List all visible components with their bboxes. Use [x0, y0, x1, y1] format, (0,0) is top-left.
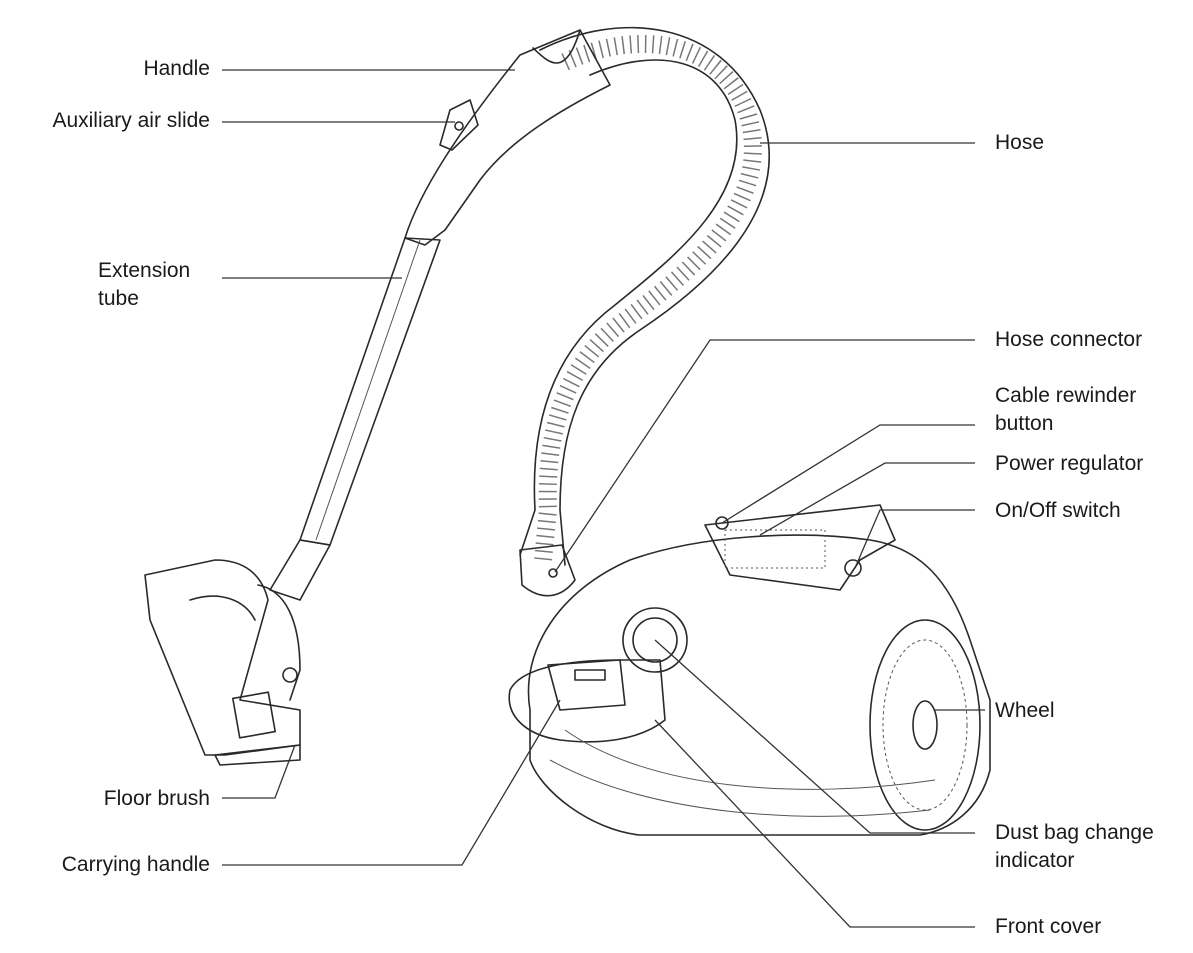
leader-floor-brush	[222, 744, 296, 799]
label-handle: Handle	[143, 57, 210, 80]
leader-dust-bag-indicator	[654, 639, 975, 834]
leader-on-off-switch	[854, 509, 975, 569]
leader-lines	[222, 69, 985, 928]
leader-power-regulator	[759, 462, 975, 536]
label-dust-bag-line2: indicator	[995, 849, 1075, 872]
label-floor-brush: Floor brush	[103, 787, 210, 810]
floor-brush-drawing	[144, 559, 301, 766]
leader-hose-connector	[554, 339, 975, 573]
label-extension-tube-line1: Extension	[98, 259, 191, 282]
label-carrying-handle: Carrying handle	[61, 853, 210, 876]
label-on-off-switch: On/Off switch	[995, 499, 1121, 522]
extension-tube-drawing	[269, 237, 441, 601]
label-cable-rewinder-line2: button	[995, 412, 1054, 435]
label-cable-rewinder-line1: Cable rewinder	[995, 384, 1137, 407]
leader-front-cover	[654, 719, 975, 928]
leader-carrying-handle	[222, 699, 561, 866]
handle-drawing	[404, 29, 611, 246]
label-front-cover: Front cover	[995, 915, 1102, 938]
hose-drawing	[519, 26, 770, 597]
label-auxiliary-air-slide: Auxiliary air slide	[52, 109, 210, 132]
label-extension-tube-line2: tube	[98, 287, 139, 310]
vacuum-body-drawing	[508, 504, 991, 836]
label-hose: Hose	[995, 131, 1045, 154]
label-dust-bag-line1: Dust bag change	[995, 821, 1154, 844]
leader-cable-rewinder	[721, 424, 975, 524]
label-hose-connector: Hose connector	[995, 328, 1143, 351]
label-wheel: Wheel	[995, 699, 1055, 722]
label-power-regulator: Power regulator	[995, 452, 1144, 475]
